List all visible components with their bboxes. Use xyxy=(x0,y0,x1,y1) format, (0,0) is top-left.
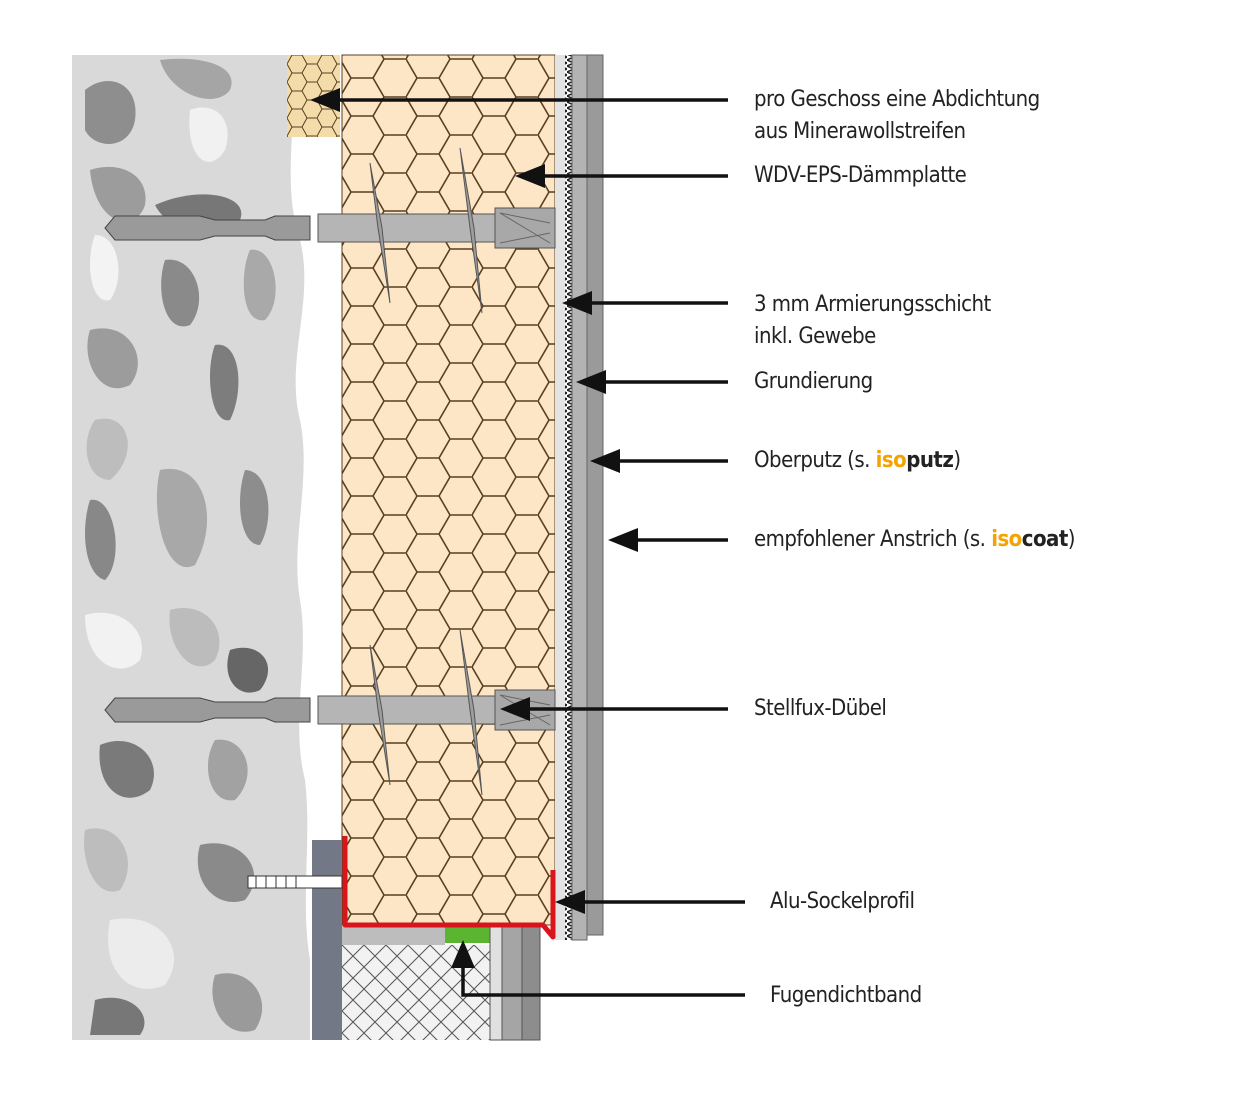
alu-plinth-profile xyxy=(342,836,556,940)
eps-insulation-board xyxy=(341,54,556,926)
label-anstrich: empfohlener Anstrich (s. isocoat) xyxy=(754,524,1075,556)
render-layers xyxy=(555,54,604,941)
label-armierung: 3 mm Armierungsschicht inkl. Gewebe xyxy=(754,289,991,353)
arrow-armierung xyxy=(562,291,728,315)
label-armierung-line1: 3 mm Armierungsschicht xyxy=(754,292,991,317)
arrow-daemmplatte xyxy=(515,164,728,188)
brand-iso: iso xyxy=(991,527,1022,552)
dowel-bottom xyxy=(104,629,556,796)
arrow-oberputz xyxy=(590,449,728,473)
arrow-grundierung xyxy=(576,370,728,394)
brand-coat: coat xyxy=(1021,527,1069,552)
label-sockelprofil: Alu-Sockelprofil xyxy=(770,889,915,914)
label-armierung-line2: inkl. Gewebe xyxy=(754,324,876,349)
label-abdichtung: pro Geschoss eine Abdichtung aus Mineraw… xyxy=(754,84,1040,148)
arrow-abdichtung xyxy=(310,88,728,112)
arrow-fugendichtband xyxy=(451,940,745,997)
masonry-wall xyxy=(72,55,310,1040)
brand-putz: putz xyxy=(906,448,954,473)
label-duebel: Stellfux-Dübel xyxy=(754,696,887,721)
label-abdichtung-line1: pro Geschoss eine Abdichtung xyxy=(754,87,1040,112)
arrow-duebel xyxy=(500,697,728,721)
plinth-anchor xyxy=(247,875,343,889)
label-daemmplatte: WDV-EPS-Dämmplatte xyxy=(754,163,967,188)
brand-iso: iso xyxy=(875,448,907,473)
label-oberputz-close: ) xyxy=(953,448,961,473)
label-fugendichtband: Fugendichtband xyxy=(770,983,922,1008)
label-anstrich-close: ) xyxy=(1067,527,1076,552)
dowel-top xyxy=(104,147,556,314)
label-grundierung: Grundierung xyxy=(754,369,873,394)
arrow-anstrich xyxy=(608,528,728,552)
sealing-tape xyxy=(445,925,490,943)
arrow-sockelprofil xyxy=(555,890,745,914)
label-abdichtung-line2: aus Minerawollstreifen xyxy=(754,119,966,144)
label-oberputz-text: Oberputz (s. xyxy=(754,448,876,473)
label-oberputz: Oberputz (s. isoputz) xyxy=(754,445,961,477)
label-anstrich-text: empfohlener Anstrich (s. xyxy=(754,527,992,552)
